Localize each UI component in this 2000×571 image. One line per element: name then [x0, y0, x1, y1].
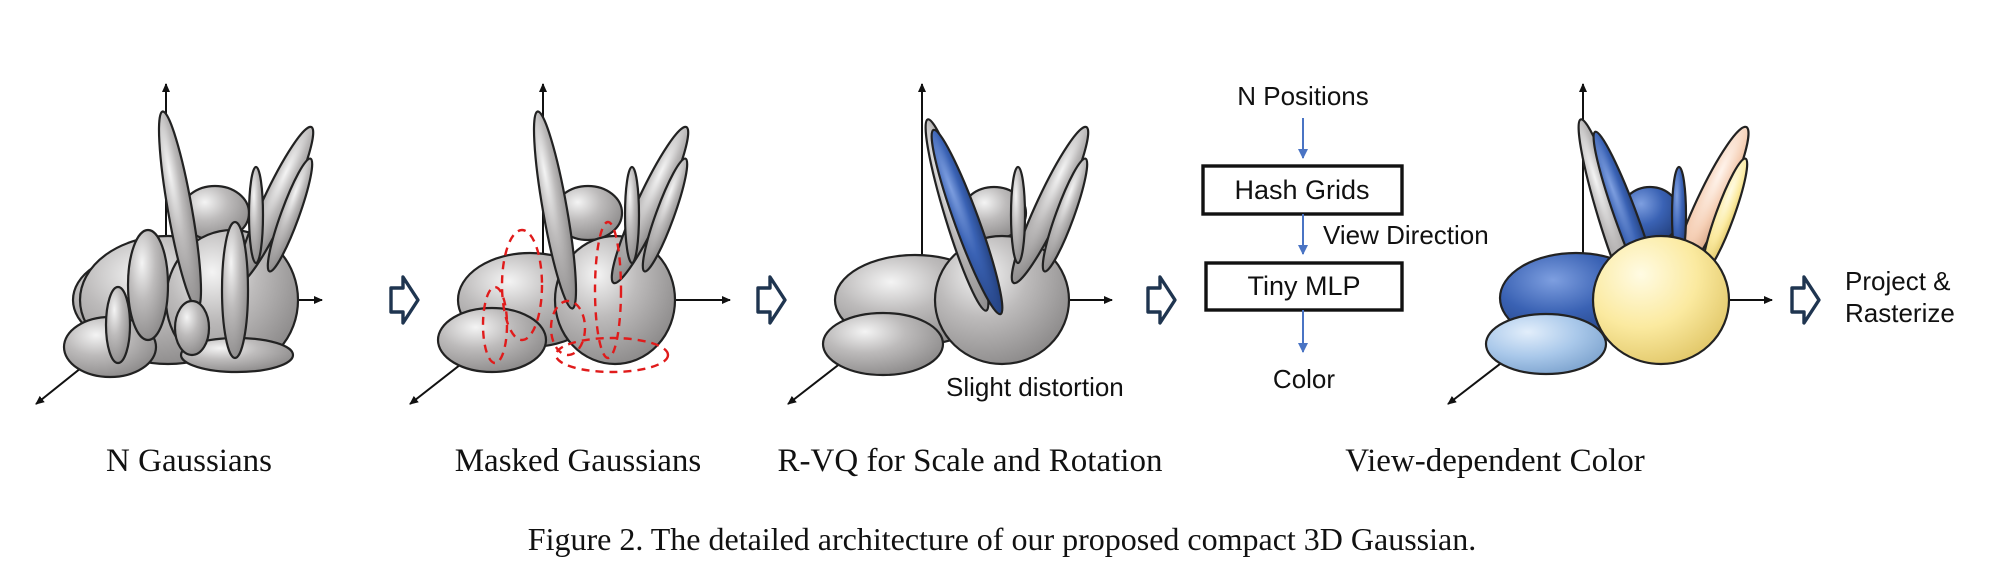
tiny-mlp-label: Tiny MLP	[1247, 271, 1360, 301]
gaussian-cluster	[62, 110, 315, 379]
gaussian-cluster	[436, 110, 690, 374]
view-direction-label: View Direction	[1323, 220, 1489, 250]
pipeline-arrow-1	[389, 275, 420, 325]
gaussian-cluster	[821, 118, 1090, 377]
pipeline-arrow-2	[756, 275, 787, 325]
panel-colored-gaussians	[1447, 83, 1773, 405]
masked-gaussian-outlines	[481, 220, 670, 374]
panel-color-pipeline: N Positions Hash Grids View Direction Ti…	[1201, 81, 1489, 394]
tiny-mlp-box: Tiny MLP	[1204, 261, 1404, 312]
panel-n-gaussians	[35, 83, 323, 405]
rasterize-line: Rasterize	[1845, 298, 1955, 328]
project-rasterize-label: Project & Rasterize	[1845, 266, 1958, 328]
n-positions-label: N Positions	[1237, 81, 1369, 111]
color-output-label: Color	[1273, 364, 1335, 394]
caption-rvq: R-VQ for Scale and Rotation	[778, 443, 1163, 479]
caption-n-gaussians: N Gaussians	[106, 443, 272, 479]
figure-caption: Figure 2. The detailed architecture of o…	[528, 521, 1476, 557]
hash-grids-box: Hash Grids	[1201, 164, 1404, 216]
pipeline-arrow-4	[1790, 275, 1821, 325]
hash-grids-label: Hash Grids	[1234, 175, 1369, 205]
gaussian-cluster	[1484, 118, 1750, 376]
pipeline-arrow-3	[1146, 275, 1177, 325]
caption-view-dependent-color: View-dependent Color	[1345, 443, 1645, 479]
project-line: Project &	[1845, 266, 1951, 296]
panel-masked-gaussians	[409, 83, 731, 405]
distortion-note: Slight distortion	[946, 372, 1124, 402]
caption-masked-gaussians: Masked Gaussians	[455, 443, 702, 479]
panel-rvq: Slight distortion	[787, 83, 1124, 405]
